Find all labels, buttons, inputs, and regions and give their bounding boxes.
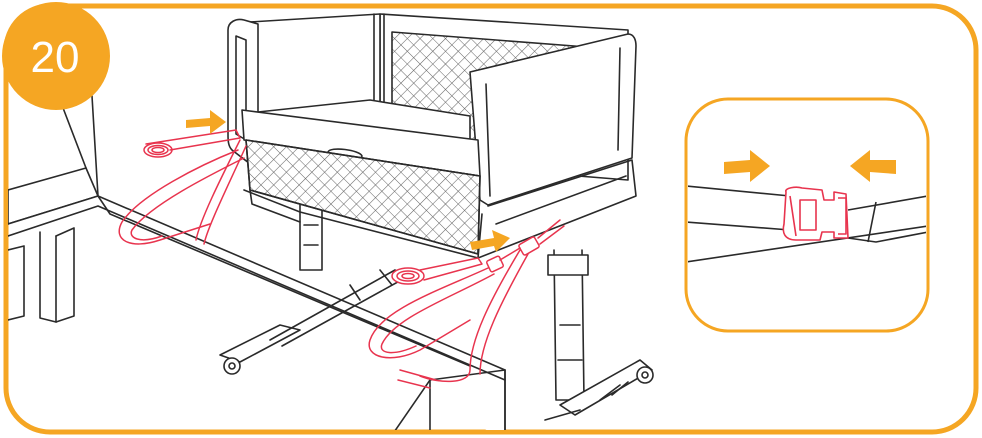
buckle-detail-inset [684,97,930,333]
buckle-icon [782,186,849,241]
arrow-right-icon [470,230,510,252]
arrow-right-icon [186,110,226,134]
attachment-straps [118,129,565,389]
crib-base [219,204,654,421]
guidance-arrows [186,110,510,252]
step-number: 20 [31,33,80,82]
bedside-crib [227,13,637,259]
step-badge: 20 [2,2,110,110]
parent-bed [8,95,506,430]
arrow-left-icon [850,150,896,182]
arrow-right-icon [724,150,770,182]
